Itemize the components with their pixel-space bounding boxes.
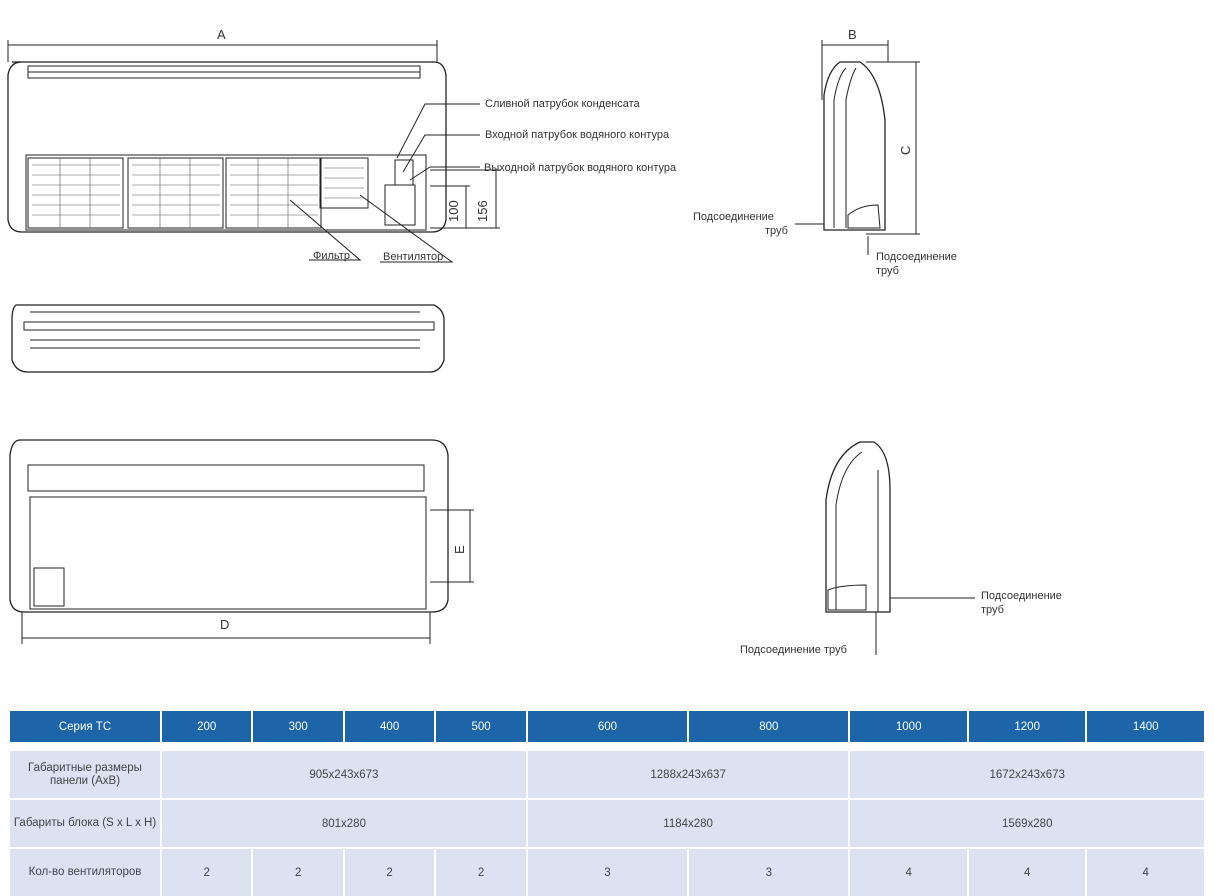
callout-inlet: Входной патрубок водяного контура — [485, 129, 670, 141]
table-cell: 1672x243x673 — [850, 749, 1204, 798]
technical-drawing: A B C D E 100 156 Сливной патрубок конде… — [7, 27, 1062, 656]
spec-table: Серия ТС 200 300 400 500 600 800 1000 12… — [8, 711, 1206, 896]
table-cell: 1184x280 — [527, 798, 849, 847]
table-cell: 4 — [1087, 847, 1204, 896]
table-header-row: Серия ТС 200 300 400 500 600 800 1000 12… — [10, 711, 1204, 742]
dim-b-label: B — [848, 27, 857, 42]
dim-a-label: A — [217, 27, 226, 42]
header-cell: 800 — [689, 711, 849, 742]
table-row-fans: Кол-во вентиляторов 2 2 2 2 3 3 4 4 4 — [10, 847, 1204, 896]
table-cell: 2 — [253, 847, 343, 896]
callout-pipe-4: Подсоединение труб — [740, 644, 847, 656]
row-label: Габариты блока (S x L x H) — [10, 798, 160, 847]
header-cell: 500 — [436, 711, 526, 742]
callout-fan: Вентилятор — [383, 251, 444, 263]
callout-pipe-1a: Подсоединение — [693, 211, 774, 223]
table-cell: 905x243x673 — [162, 749, 526, 798]
row-label: Габаритные размеры панели (AxB) — [10, 749, 160, 798]
table-cell: 1288x243x637 — [527, 749, 849, 798]
header-cell: Серия ТС — [10, 711, 160, 742]
table-cell: 2 — [344, 847, 435, 896]
table-cell: 4 — [968, 847, 1086, 896]
dim-c-label: C — [898, 145, 913, 155]
callout-pipe-3a: Подсоединение — [981, 590, 1062, 602]
header-cell: 200 — [162, 711, 252, 742]
callout-pipe-2b: труб — [876, 265, 899, 277]
row-label: Кол-во вентиляторов — [10, 847, 160, 896]
table-cell: 4 — [850, 847, 967, 896]
callout-pipe-1b: труб — [765, 225, 788, 237]
table-cell: 2 — [162, 847, 252, 896]
header-cell: 300 — [253, 711, 343, 742]
drawing-lines — [7, 40, 975, 655]
dim-d-label: D — [220, 617, 230, 632]
header-cell: 1200 — [968, 711, 1086, 742]
header-cell: 1000 — [850, 711, 967, 742]
callout-pipe-2a: Подсоединение — [876, 251, 957, 263]
dim-e-label: E — [452, 545, 467, 554]
table-cell: 3 — [527, 847, 688, 896]
dim-156-label: 156 — [475, 200, 490, 222]
callout-filter: Фильтр — [313, 250, 350, 262]
callout-pipe-3b: труб — [981, 604, 1004, 616]
table-row-panel: Габаритные размеры панели (AxB) 905x243x… — [10, 749, 1204, 798]
callout-drain: Сливной патрубок конденсата — [485, 98, 640, 110]
header-cell: 600 — [527, 711, 688, 742]
header-cell: 1400 — [1087, 711, 1204, 742]
table-cell: 1569x280 — [850, 798, 1204, 847]
table-cell: 3 — [689, 847, 849, 896]
table-cell: 801x280 — [162, 798, 526, 847]
callout-outlet: Выходной патрубок водяного контура — [484, 162, 677, 174]
header-cell: 400 — [344, 711, 435, 742]
dim-100-label: 100 — [446, 200, 461, 222]
table-cell: 2 — [436, 847, 526, 896]
table-row-block: Габариты блока (S x L x H) 801x280 1184x… — [10, 798, 1204, 847]
